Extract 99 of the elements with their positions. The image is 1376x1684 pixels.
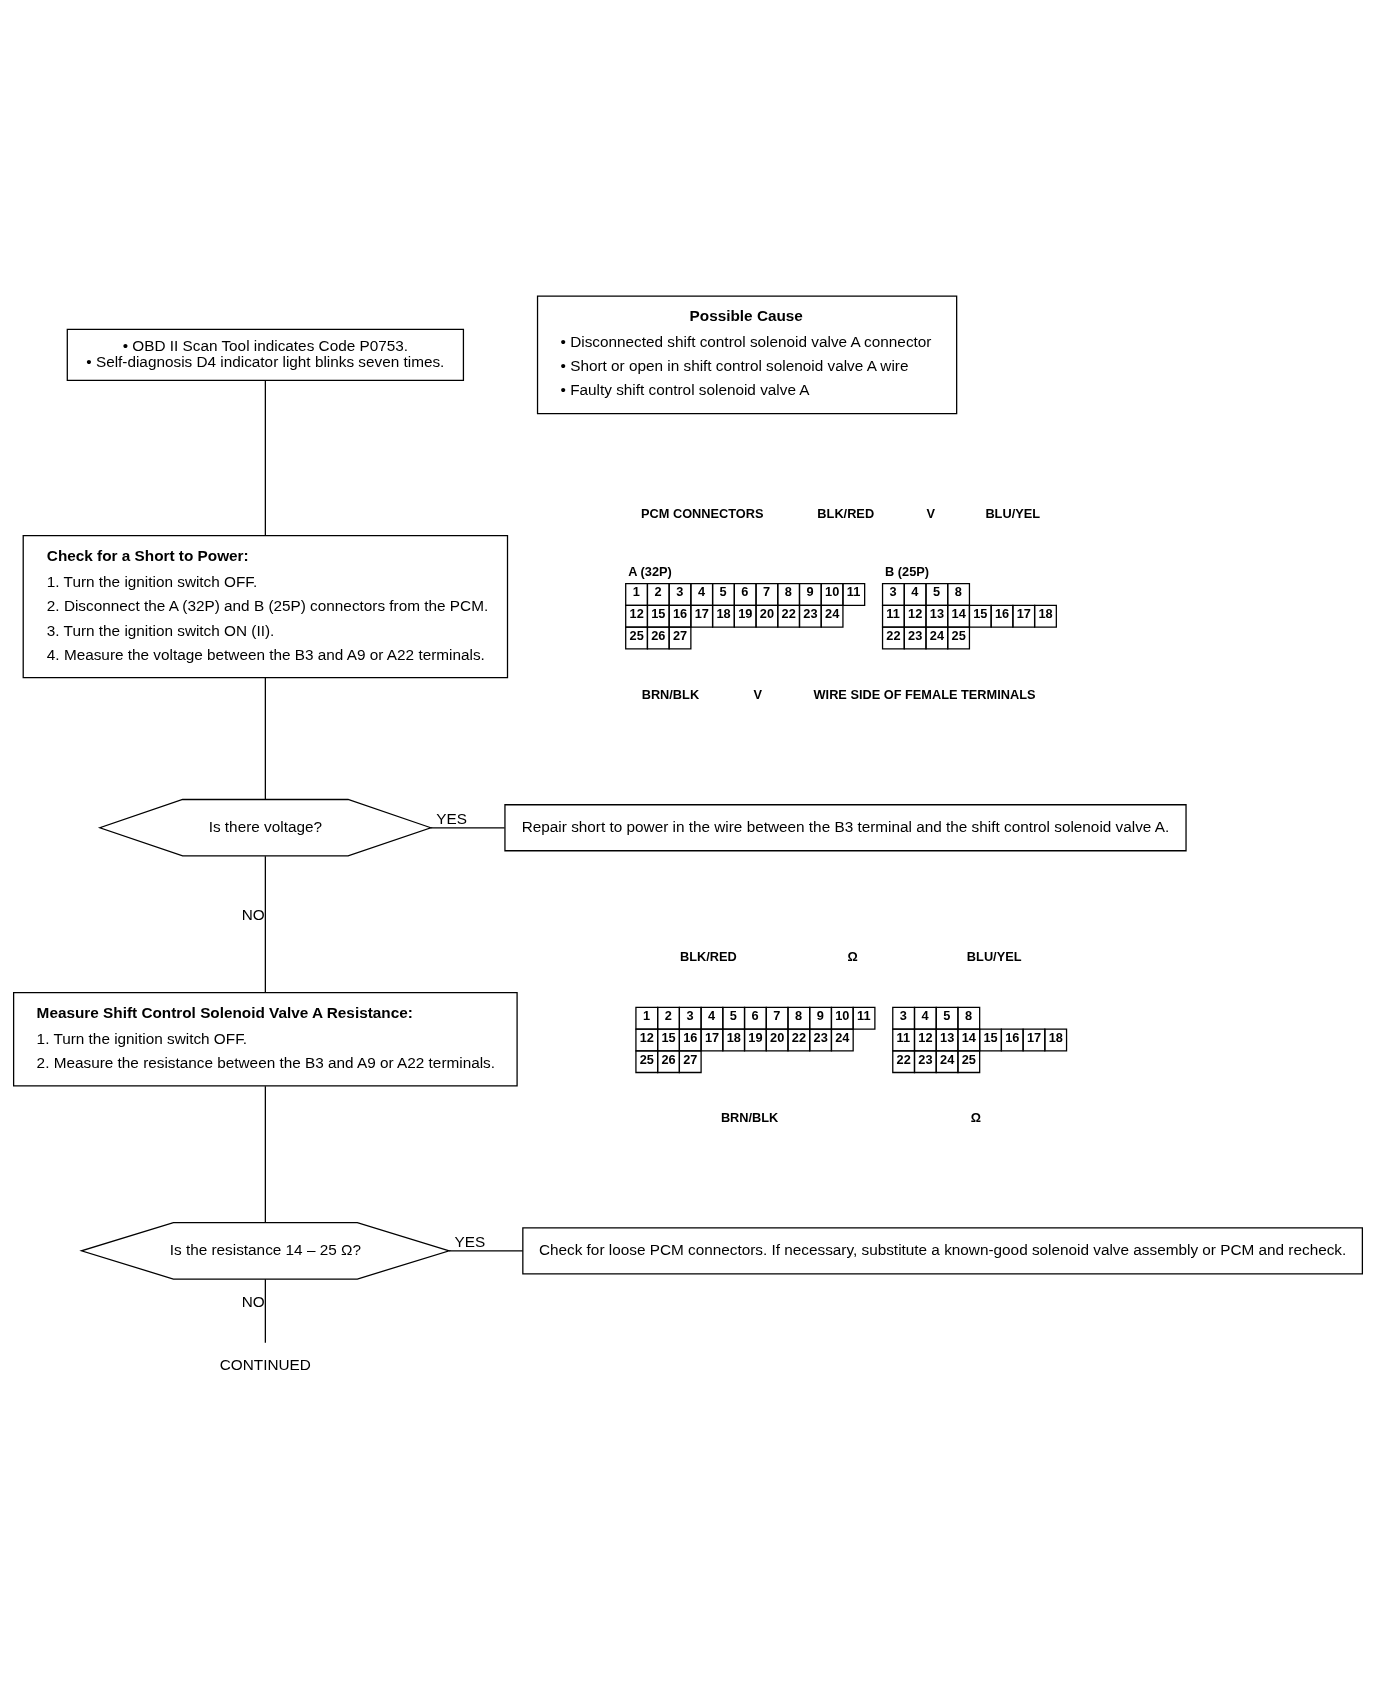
label: 22: [896, 1051, 911, 1067]
label: 25: [639, 1051, 654, 1067]
label: B (25P): [885, 563, 930, 579]
label: 7: [773, 1007, 781, 1023]
label: 27: [683, 1051, 698, 1067]
label: 16: [1005, 1029, 1020, 1045]
label: 17: [694, 605, 709, 621]
label: 4: [921, 1007, 929, 1023]
label: 13: [940, 1029, 955, 1045]
label: BRN/BLK: [641, 686, 700, 702]
label: 5: [943, 1007, 951, 1023]
label: 23: [803, 605, 818, 621]
label: 1: [632, 583, 640, 599]
label: 16: [672, 605, 688, 621]
label: 25: [951, 627, 966, 643]
label: 22: [781, 605, 796, 621]
label: BRN/BLK: [720, 1109, 779, 1125]
label: 18: [1038, 605, 1053, 621]
label: 17: [704, 1029, 720, 1045]
label: 2: [664, 1007, 672, 1023]
label: 23: [918, 1051, 933, 1067]
label: 22: [791, 1029, 807, 1045]
label: 14: [951, 605, 966, 621]
label: 25: [629, 627, 644, 643]
label: 12: [629, 605, 644, 621]
label: 5: [719, 583, 727, 599]
label: 24: [825, 605, 840, 621]
label: 14: [961, 1029, 976, 1045]
edge-label: NO: [241, 905, 265, 923]
label: 16: [995, 605, 1010, 621]
label: 8: [795, 1007, 803, 1023]
label: PCM CONNECTORS: [641, 505, 764, 521]
label: 20: [770, 1029, 785, 1045]
label: 15: [983, 1029, 998, 1045]
label: 19: [748, 1029, 763, 1045]
label: 15: [973, 605, 988, 621]
label: 5: [729, 1007, 737, 1023]
label: 11: [896, 1029, 911, 1045]
label: 9: [806, 583, 814, 599]
label: 15: [661, 1029, 676, 1045]
label: 18: [716, 605, 731, 621]
edge-label: YES: [436, 809, 467, 827]
label: WIRE SIDE OF FEMALE TERMINALS: [813, 686, 1036, 702]
label: Ω: [970, 1109, 981, 1125]
label: A (32P): [628, 563, 672, 579]
label: 23: [908, 627, 923, 643]
label: 3: [686, 1007, 694, 1023]
label: 12: [908, 605, 923, 621]
label: 10: [825, 583, 840, 599]
label: 10: [835, 1007, 850, 1023]
label: 17: [1026, 1029, 1042, 1045]
label: BLK/RED: [817, 505, 875, 521]
label: 1: [642, 1007, 651, 1023]
label: BLK/RED: [680, 948, 737, 964]
label: 23: [813, 1029, 828, 1045]
label: V: [926, 505, 936, 521]
label: 13: [929, 605, 945, 621]
label: 6: [741, 583, 749, 599]
label: 7: [763, 583, 771, 599]
label: 3: [676, 583, 684, 599]
label: 8: [954, 583, 962, 599]
label: 19: [738, 605, 753, 621]
label: 11: [846, 583, 861, 599]
label: 4: [911, 583, 919, 599]
node-text: CONTINUED: [219, 1355, 311, 1373]
label: 25: [961, 1051, 976, 1067]
label: 8: [964, 1007, 973, 1023]
label: BLU/YEL: [966, 948, 1022, 964]
label: 17: [1016, 605, 1031, 621]
label: 27: [672, 627, 688, 643]
label: 12: [639, 1029, 654, 1045]
label: 24: [940, 1051, 955, 1067]
label: 3: [889, 583, 897, 599]
label: 22: [886, 627, 901, 643]
label: 15: [651, 605, 666, 621]
label: 26: [661, 1051, 676, 1067]
label: BLU/YEL: [985, 505, 1041, 521]
edge-label: YES: [454, 1232, 486, 1250]
label: 4: [697, 583, 706, 599]
label: V: [753, 686, 762, 702]
label: 20: [759, 605, 775, 621]
label: 4: [708, 1007, 716, 1023]
label: 8: [784, 583, 792, 599]
label: 16: [683, 1029, 698, 1045]
label: 18: [726, 1029, 741, 1045]
label: 2: [654, 583, 662, 599]
label: 11: [856, 1007, 871, 1023]
label: 24: [929, 627, 945, 643]
label: 26: [651, 627, 666, 643]
label: 3: [899, 1007, 907, 1023]
label: 6: [751, 1007, 759, 1023]
edge-label: NO: [241, 1292, 265, 1310]
label: 18: [1048, 1029, 1063, 1045]
label: 12: [918, 1029, 933, 1045]
label: 5: [933, 583, 941, 599]
label: 11: [886, 605, 900, 621]
label: Ω: [847, 948, 858, 964]
label: 24: [835, 1029, 850, 1045]
label: 9: [816, 1007, 824, 1023]
